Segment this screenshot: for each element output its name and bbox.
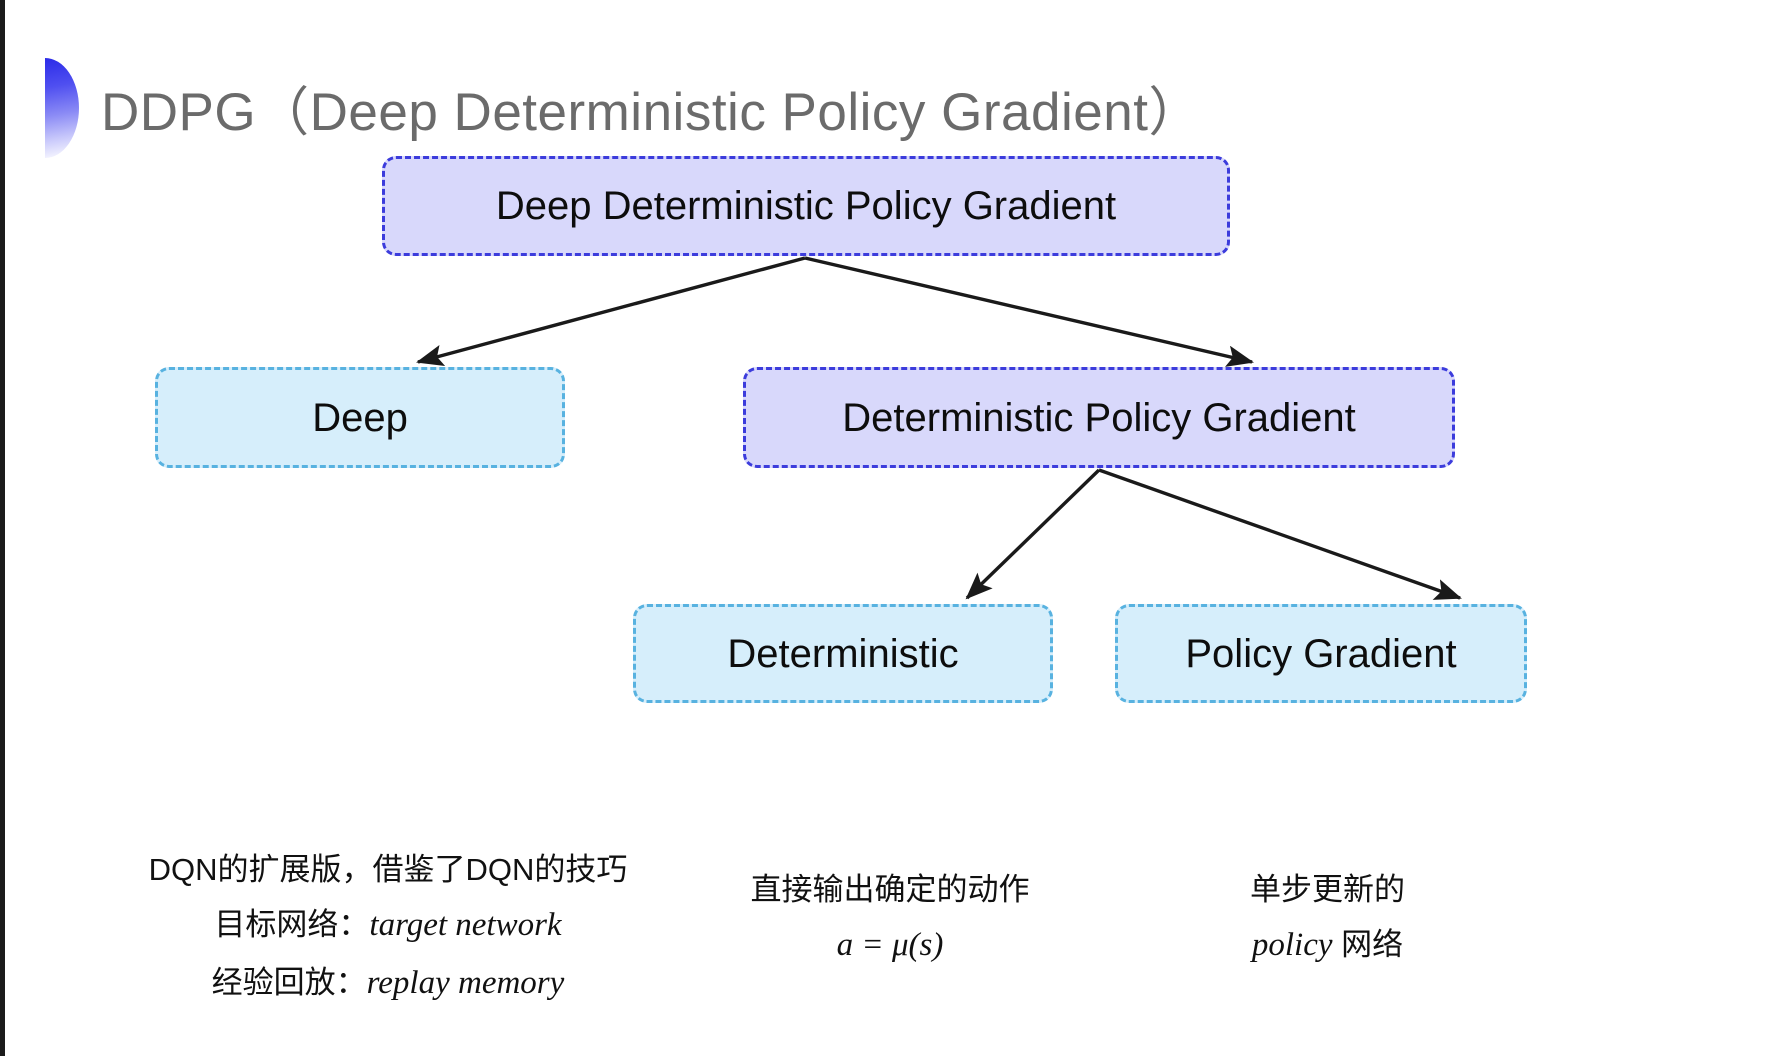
node-label: Deterministic Policy Gradient: [842, 395, 1356, 440]
caption-deep-line3-cn: 经验回放：: [211, 965, 367, 1000]
node-deep[interactable]: Deep: [155, 367, 565, 468]
edge-root-to-deep: [416, 256, 806, 366]
slide-title-row: DDPG（Deep Deterministic Policy Gradient）: [45, 58, 1202, 158]
caption-policy-gradient-line2-cn: 网络: [1332, 927, 1404, 963]
caption-policy-gradient-line2: policy 网络: [1190, 917, 1465, 975]
caption-deterministic-line1: 直接输出确定的动作: [750, 872, 1030, 907]
caption-policy-gradient-line1: 单步更新的: [1250, 872, 1405, 907]
caption-deep-line2-en: target network: [369, 907, 562, 944]
node-deterministic[interactable]: Deterministic: [633, 604, 1053, 703]
edge-dpg-to-policy-gradient: [1098, 468, 1462, 600]
half-circle-gradient-bullet-icon: [45, 58, 79, 158]
edge-dpg-to-deterministic: [965, 468, 1101, 600]
node-label: Deep Deterministic Policy Gradient: [495, 184, 1117, 228]
node-label: Policy Gradient: [1185, 631, 1457, 676]
caption-policy-gradient: 单步更新的 policy 网络: [1190, 863, 1465, 975]
caption-deep: DQN的扩展版，借鉴了DQN的技巧 目标网络：target network 经验…: [123, 843, 653, 1013]
caption-deep-line3-en: replay memory: [366, 965, 565, 1001]
caption-deep-line2-cn: 目标网络：: [214, 907, 370, 943]
caption-deterministic-formula: a = μ(s): [836, 927, 944, 964]
node-deterministic-policy-gradient[interactable]: Deterministic Policy Gradient: [743, 367, 1455, 468]
node-deep-deterministic-policy-gradient[interactable]: Deep Deterministic Policy Gradient: [382, 156, 1230, 256]
edge-root-to-dpg: [804, 256, 1254, 367]
page-title: DDPG（Deep Deterministic Policy Gradient）: [101, 83, 1202, 142]
caption-policy-gradient-line2-en: policy: [1251, 927, 1333, 964]
caption-deterministic: 直接输出确定的动作 a = μ(s): [725, 863, 1055, 975]
node-label: Deterministic: [727, 631, 959, 676]
caption-deep-line3: 经验回放：replay memory: [123, 955, 653, 1013]
node-label: Deep: [312, 395, 408, 440]
caption-deep-line1: DQN的扩展版，借鉴了DQN的技巧: [148, 852, 628, 887]
node-policy-gradient[interactable]: Policy Gradient: [1115, 604, 1527, 703]
caption-deep-line2: 目标网络：target network: [123, 897, 653, 955]
